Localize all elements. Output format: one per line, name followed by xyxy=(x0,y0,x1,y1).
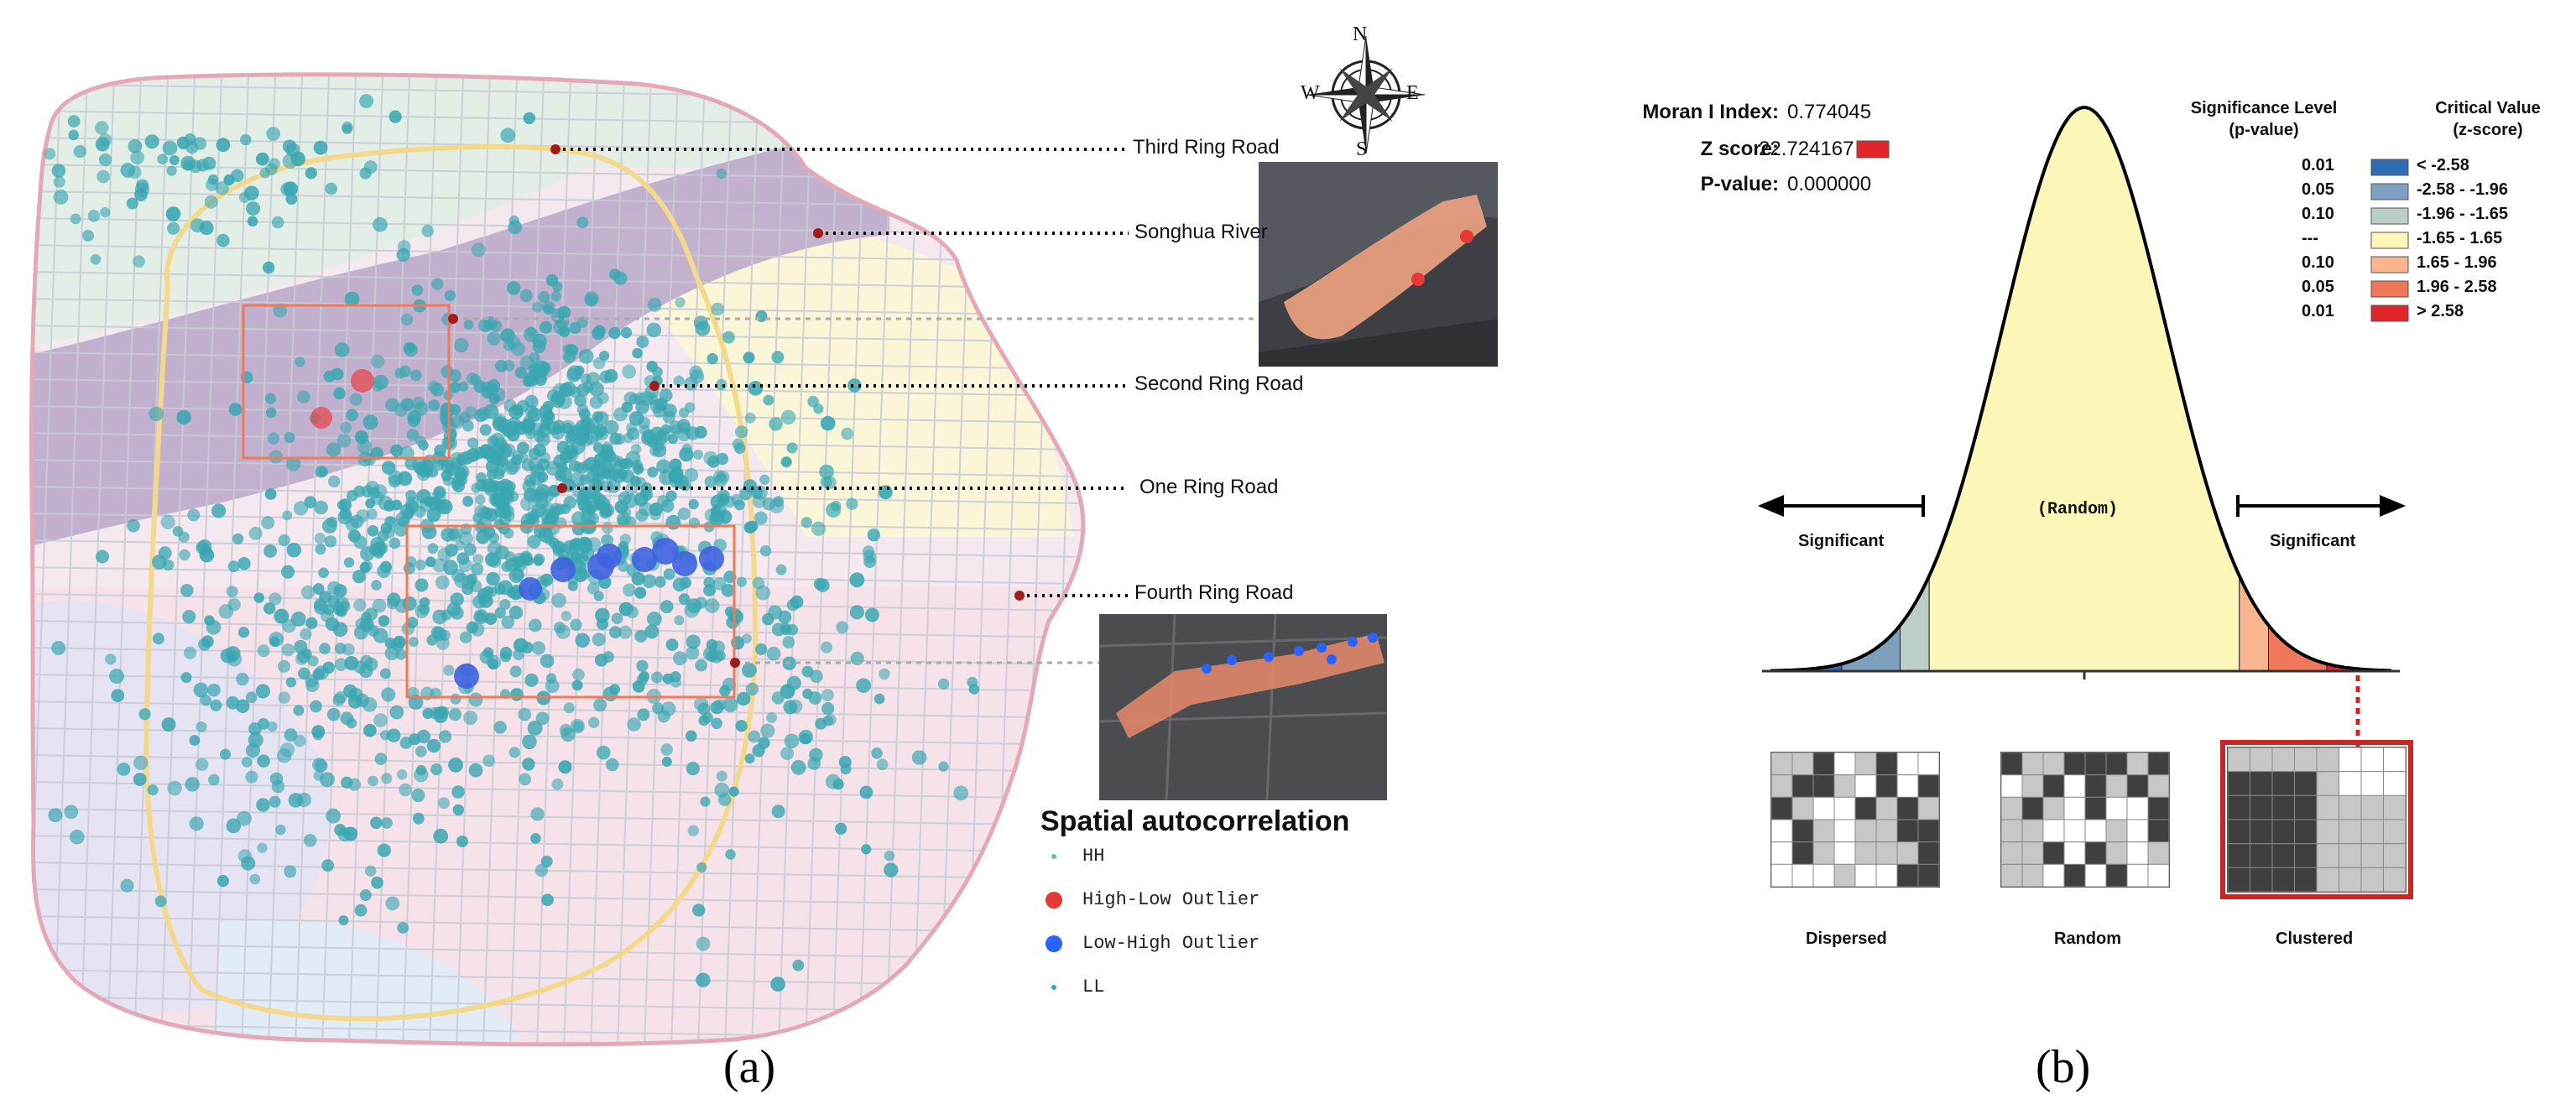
inset-low-high-image xyxy=(1098,613,1388,801)
significance-header-line2: (p-value) xyxy=(2229,121,2299,139)
legend-item-ll: LL xyxy=(1082,976,1105,997)
curve-region xyxy=(2239,575,2270,672)
curve-region xyxy=(1770,663,1843,672)
table-z-range: 1.96 - 2.58 xyxy=(2417,278,2497,296)
curve-region xyxy=(2268,623,2328,672)
high-low-point xyxy=(351,369,374,393)
curve-region xyxy=(1841,623,1901,672)
cluster-map xyxy=(29,35,1498,1047)
low-high-point xyxy=(632,547,657,572)
low-high-point xyxy=(597,544,622,569)
one-ring-road-label: One Ring Road xyxy=(1139,476,1279,498)
legend-item-low-high: Low-High Outlier xyxy=(1082,933,1260,954)
high-low-highlight-box xyxy=(242,304,451,460)
table-p-value: 0.05 xyxy=(2302,278,2334,296)
legend-item-hh: HH xyxy=(1082,846,1105,867)
panel-b-caption: (b) xyxy=(2036,1041,2091,1093)
critical-header-line1: Critical Value xyxy=(2435,99,2541,117)
compass-w-label: W xyxy=(1301,82,1320,104)
curve-region xyxy=(1928,107,2240,672)
low-high-point xyxy=(652,538,679,565)
random-label: (Random) xyxy=(2037,500,2119,519)
panel-a-caption: (a) xyxy=(723,1041,776,1093)
z-score-label: Z score: xyxy=(1700,138,1779,160)
p-value-value: 0.000000 xyxy=(1787,173,1872,195)
third-ring-road-label: Third Ring Road xyxy=(1133,136,1280,159)
significant-left-label: Significant xyxy=(1798,532,1885,550)
critical-value-header: Critical Value (z-score) xyxy=(2408,97,2568,141)
legend-swatch xyxy=(2370,183,2409,200)
table-p-value: 0.10 xyxy=(2302,253,2334,272)
pattern-random-map xyxy=(2000,752,2170,888)
legend-title: Spatial autocorrelation xyxy=(1040,805,1350,837)
p-value-label: P-value: xyxy=(1700,173,1779,195)
compass-rose-icon xyxy=(1306,35,1426,154)
low-high-point xyxy=(672,551,697,576)
table-z-range: 1.65 - 1.96 xyxy=(2417,253,2497,272)
low-high-point xyxy=(519,577,542,601)
legend-swatch xyxy=(2370,159,2409,176)
dispersed-label: Dispersed xyxy=(1806,930,1887,948)
table-p-value: --- xyxy=(2302,229,2318,247)
table-z-range: < -2.58 xyxy=(2417,156,2469,174)
critical-header-line2: (z-score) xyxy=(2453,121,2523,139)
table-p-value: 0.05 xyxy=(2302,180,2334,199)
low-high-point xyxy=(699,546,724,571)
significance-header: Significance Level (p-value) xyxy=(2155,97,2373,141)
legend-swatch xyxy=(2370,280,2409,298)
hh-ll-points xyxy=(44,94,980,992)
compass-n-label: N xyxy=(1353,23,1368,45)
table-z-range: -1.96 - -1.65 xyxy=(2417,205,2508,223)
songhua-river-label: Songhua River xyxy=(1134,221,1268,243)
legend-swatch xyxy=(2370,305,2409,322)
table-z-range: > 2.58 xyxy=(2417,302,2464,320)
curve-region xyxy=(2326,663,2392,672)
moran-index-value: 0.774045 xyxy=(1787,101,1872,123)
significance-header-line1: Significance Level xyxy=(2190,99,2338,117)
legend-swatch xyxy=(2370,256,2409,273)
moran-index-label: Moran I Index: xyxy=(1642,101,1779,123)
table-z-range: -2.58 - -1.96 xyxy=(2417,180,2508,199)
low-high-point xyxy=(550,557,576,582)
z-score-value: 22.724167 xyxy=(1759,138,1854,160)
compass-e-label: E xyxy=(1406,82,1419,104)
legend-symbols xyxy=(1046,854,1062,990)
significant-right-label: Significant xyxy=(2270,532,2356,550)
fourth-ring-road-label: Fourth Ring Road xyxy=(1134,581,1294,604)
high-low-point xyxy=(310,407,332,429)
second-ring-road-label: Second Ring Road xyxy=(1134,372,1304,395)
low-high-point xyxy=(454,664,479,689)
legend-swatch xyxy=(2370,232,2409,249)
pattern-clustered-map xyxy=(2220,740,2413,899)
leader-lines xyxy=(555,148,1129,597)
low-high-highlight-box xyxy=(405,524,736,699)
pattern-dispersed-map xyxy=(1770,752,1940,888)
table-p-value: 0.10 xyxy=(2302,205,2334,223)
table-z-range: -1.65 - 1.65 xyxy=(2417,229,2503,247)
table-p-value: 0.01 xyxy=(2302,156,2334,174)
random-pattern-label: Random xyxy=(2054,930,2121,948)
compass-s-label: S xyxy=(1356,138,1368,160)
z-score-swatch xyxy=(1856,140,1890,159)
legend-item-high-low: High-Low Outlier xyxy=(1082,889,1260,910)
table-p-value: 0.01 xyxy=(2302,302,2334,320)
inset-high-low-image xyxy=(1259,162,1498,367)
clustered-label: Clustered xyxy=(2276,930,2354,948)
legend-swatch xyxy=(2370,207,2409,225)
curve-region xyxy=(1899,575,1930,672)
